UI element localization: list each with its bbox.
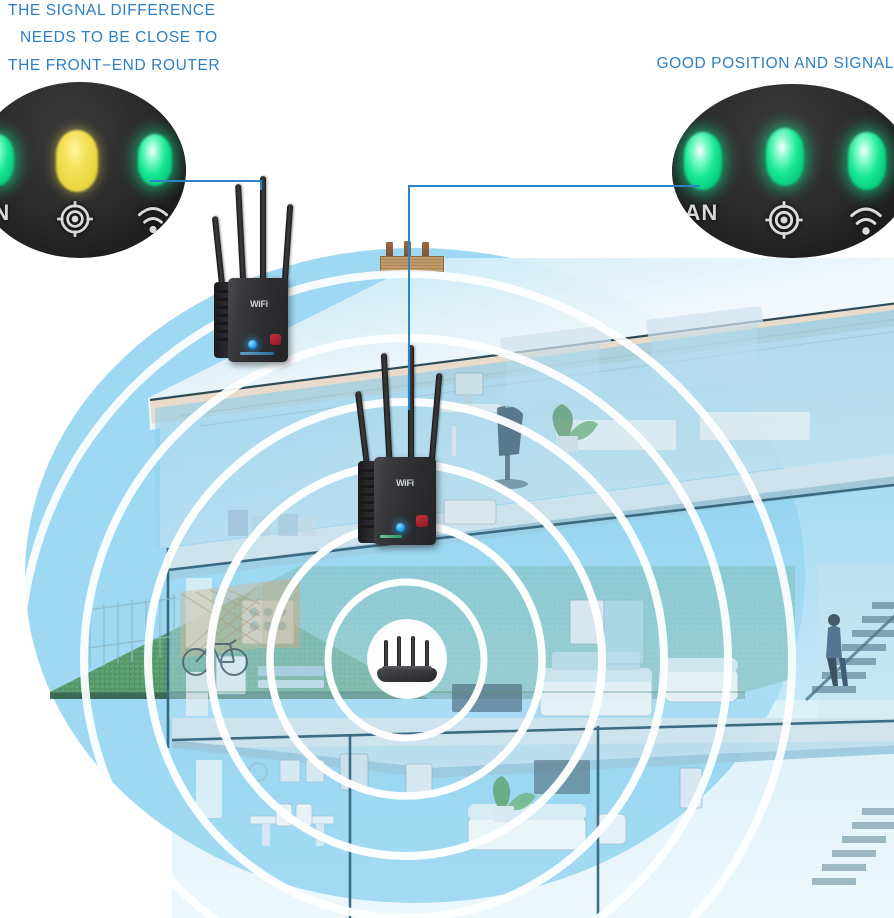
connector-weak-panel-to-attic-repeater <box>150 170 280 230</box>
lan-label: LAN <box>0 200 11 225</box>
main-router[interactable] <box>368 620 446 698</box>
caption-left-line1: THE SIGNAL DIFFERENCE <box>8 2 216 19</box>
antenna <box>425 640 429 670</box>
antenna <box>260 176 266 296</box>
chimney <box>380 241 444 272</box>
router-body <box>377 668 437 682</box>
wifi-icon <box>137 207 169 234</box>
wifi-signal-rings <box>16 270 796 918</box>
connector-good-panel-to-second-floor-repeater <box>400 175 700 415</box>
weak-signal-panel: LAN <box>0 82 186 258</box>
signal-target-icon <box>765 201 803 239</box>
lan-label: LAN <box>672 200 719 225</box>
repeater-red-led <box>416 515 428 527</box>
repeater-brand-label: WiFi <box>396 478 414 488</box>
signal-led <box>766 128 804 186</box>
lan-led <box>684 132 722 190</box>
antenna <box>408 345 414 475</box>
good-signal-panel: LAN <box>672 84 894 258</box>
signal-led <box>56 130 98 192</box>
repeater-blue-led <box>396 523 405 532</box>
antenna <box>397 636 401 670</box>
wifi-icon <box>850 207 882 235</box>
wifi-repeater-second-floor[interactable]: WiFi <box>350 343 460 545</box>
lan-led <box>0 134 14 186</box>
caption-left-line3: THE FRONT−END ROUTER <box>8 57 221 74</box>
repeater-blue-led <box>248 340 257 349</box>
repeater-body <box>374 457 436 545</box>
wifi-led <box>848 132 886 190</box>
repeater-brand-label: WiFi <box>250 299 268 309</box>
wifi-repeater-attic[interactable]: WiFi <box>204 176 314 363</box>
antenna <box>411 636 415 670</box>
signal-target-icon <box>57 201 93 237</box>
wifi-led <box>138 134 172 186</box>
router-top-panel <box>382 666 432 671</box>
caption-right-line1: GOOD POSITION AND SIGNAL <box>656 55 894 72</box>
antenna <box>384 640 388 670</box>
caption-left-line2: NEEDS TO BE CLOSE TO <box>20 29 218 46</box>
house-coverage-scene: WiFi WiFi <box>0 176 894 918</box>
repeater-body <box>228 278 288 362</box>
repeater-red-led <box>270 334 281 345</box>
